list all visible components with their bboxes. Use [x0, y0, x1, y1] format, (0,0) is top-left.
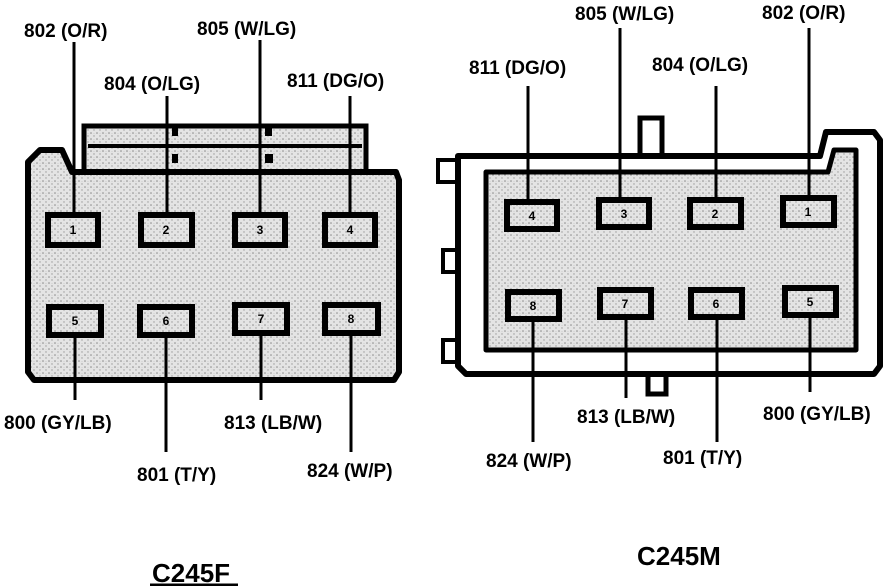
- c245m-top-tab: [637, 115, 665, 161]
- pin-number: 2: [712, 207, 719, 221]
- c245m-pin-7: 7: [597, 287, 654, 320]
- c245f-latch-tab: [172, 154, 178, 163]
- c245f-pin-5: 5: [46, 304, 104, 338]
- c245f-wire-label-6: 801 (T/Y): [137, 465, 216, 486]
- c245f-wire-label-2: 804 (O/LG): [104, 74, 200, 95]
- c245f-latch-tab: [265, 154, 273, 163]
- c245f-housing: [25, 147, 402, 383]
- c245m-wire-label-7: 813 (LB/W): [577, 407, 675, 428]
- c245f-latch-tab: [172, 128, 178, 136]
- pin-number: 4: [347, 223, 354, 237]
- c245m-wire-label-4: 811 (DG/O): [469, 58, 566, 79]
- c245m-wire-label-8: 824 (W/P): [486, 451, 572, 472]
- pin-number: 4: [529, 209, 536, 223]
- c245f-pin-2: 2: [138, 212, 195, 248]
- pin-number: 6: [713, 297, 720, 311]
- c245m-title: C245M: [637, 541, 721, 571]
- c245f-wire-label-5: 800 (GY/LB): [4, 413, 112, 434]
- c245m-inner-face: [483, 147, 859, 353]
- c245f-wire-label-8: 824 (W/P): [307, 461, 393, 482]
- c245m-wire-label-6: 801 (T/Y): [663, 448, 742, 469]
- pin-number: 7: [258, 312, 265, 326]
- pin-number: 8: [348, 312, 355, 326]
- c245f-pin-4: 4: [322, 212, 378, 248]
- c245f-pin-1: 1: [45, 212, 101, 248]
- pin-number: 6: [163, 314, 170, 328]
- connector-c245m: 4 3 2 1 8 7 6 5 811 (DG/: [436, 3, 883, 571]
- pin-number: 3: [621, 207, 628, 221]
- c245f-wire-label-7: 813 (LB/W): [224, 413, 322, 434]
- c245m-wire-label-1: 802 (O/R): [762, 3, 845, 24]
- c245m-pin-4: 4: [504, 199, 560, 232]
- c245m-pin-3: 3: [596, 197, 652, 230]
- pin-number: 3: [257, 223, 264, 237]
- connector-c245f: 1 2 3 4 5 6 7 8 802 (O/R: [4, 19, 402, 586]
- c245m-wire-label-2: 804 (O/LG): [652, 55, 748, 76]
- c245f-title: C245F: [152, 558, 230, 586]
- c245f-pin-3: 3: [232, 212, 288, 248]
- pin-number: 1: [70, 223, 77, 237]
- c245m-pin-6: 6: [688, 287, 745, 320]
- c245m-pin-8: 8: [505, 289, 562, 322]
- c245f-wire-label-1: 802 (O/R): [24, 21, 107, 42]
- c245m-pin-1: 1: [780, 195, 837, 228]
- pin-number: 7: [622, 297, 629, 311]
- pin-number: 2: [163, 223, 170, 237]
- c245f-wire-label-4: 811 (DG/O): [287, 71, 384, 92]
- c245m-pin-5: 5: [782, 285, 839, 318]
- c245f-pin-7: 7: [232, 302, 290, 336]
- pin-number: 8: [530, 299, 537, 313]
- pin-number: 1: [805, 205, 812, 219]
- c245m-wire-label-3: 805 (W/LG): [575, 4, 674, 25]
- c245f-latch-rail: [81, 123, 369, 175]
- c245f-pin-6: 6: [137, 304, 195, 338]
- pin-number: 5: [72, 314, 79, 328]
- c245f-wire-label-3: 805 (W/LG): [197, 19, 296, 40]
- c245f-pin-8: 8: [322, 302, 381, 336]
- pin-number: 5: [807, 295, 814, 309]
- c245m-wire-label-5: 800 (GY/LB): [763, 404, 871, 425]
- c245f-latch-tab: [265, 128, 272, 136]
- c245m-pin-2: 2: [687, 197, 744, 230]
